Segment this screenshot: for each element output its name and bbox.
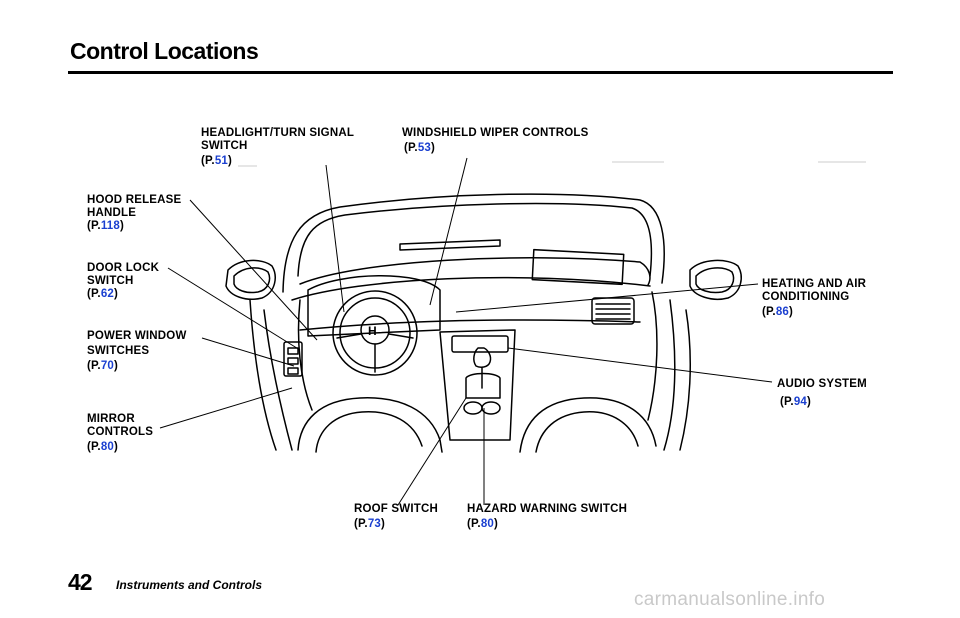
page-reference: (P.118) (87, 220, 125, 232)
dash-lip (291, 276, 651, 301)
callout-line: HANDLE (87, 207, 137, 219)
callout-headlight-turn-signal-switch: HEADLIGHT/TURN SIGNAL SWITCH (P.51) (201, 127, 354, 168)
callout-door-lock-switch: DOOR LOCK SWITCH (P.62) (87, 262, 159, 301)
dash-display-panel (531, 248, 625, 286)
callout-line: HEATING AND AIR (762, 278, 867, 290)
page-reference: (P.80) (87, 441, 119, 453)
callout-hood-release-handle: HOOD RELEASE HANDLE (P.118) (87, 194, 181, 233)
callout-line: MIRROR (87, 413, 135, 425)
page-reference: (P.51) (201, 155, 233, 167)
page-link[interactable]: 86 (775, 306, 790, 318)
page-reference: (P.80) (467, 518, 499, 530)
callout-line: SWITCHES (87, 345, 150, 357)
left-door (249, 299, 277, 451)
title-rule (68, 71, 893, 74)
page-reference: (P.86) (762, 306, 794, 318)
page-link[interactable]: 53 (417, 142, 432, 154)
left-mirror (225, 259, 276, 300)
callout-hazard-warning-switch: HAZARD WARNING SWITCH (P.80) (467, 503, 627, 531)
page-reference: (P.94) (780, 396, 812, 408)
driver-seat (297, 397, 443, 453)
callout-line: HAZARD WARNING SWITCH (467, 503, 628, 515)
svg-text:H: H (368, 324, 377, 338)
windshield-frame (282, 193, 665, 293)
cup-holder-right (481, 401, 501, 415)
instrument-cluster (307, 275, 441, 337)
callout-line: SWITCH (87, 275, 134, 287)
section-name: Instruments and Controls (116, 578, 263, 592)
steering-wheel (332, 290, 418, 376)
page-link[interactable]: 70 (100, 360, 115, 372)
callout-line: AUDIO SYSTEM (777, 378, 867, 390)
right-door (663, 299, 676, 451)
defrost-vent (399, 239, 501, 251)
callout-line: SWITCH (201, 140, 248, 152)
callout-power-window-switches: POWER WINDOW SWITCHES (P.70) (87, 330, 187, 373)
watermark: carmanualsonline.info (634, 589, 826, 610)
center-console (439, 329, 516, 441)
callout-line: POWER WINDOW (87, 330, 187, 342)
page-link[interactable]: 80 (100, 441, 115, 453)
page-reference: (P.73) (354, 518, 386, 530)
leader-lines (159, 157, 773, 506)
page-link[interactable]: 73 (367, 518, 382, 530)
page-link[interactable]: 118 (100, 220, 120, 232)
callout-line: CONTROLS (87, 426, 154, 438)
cup-holder-left (463, 401, 483, 415)
page-reference: (P.70) (87, 360, 119, 372)
callout-audio-system: AUDIO SYSTEM (P.94) (777, 378, 867, 409)
page-reference: (P.53) (404, 142, 436, 154)
page-title: Control Locations (70, 38, 259, 64)
page-number: 42 (68, 569, 93, 595)
page-link[interactable]: 62 (100, 288, 115, 300)
callout-roof-switch: ROOF SWITCH (P.73) (354, 503, 438, 531)
callout-line: WINDSHIELD WIPER CONTROLS (402, 127, 589, 139)
right-vent (591, 297, 635, 325)
callout-windshield-wiper-controls: WINDSHIELD WIPER CONTROLS (P.53) (402, 127, 588, 155)
door-switch-cluster (283, 341, 303, 377)
callout-line: CONDITIONING (762, 291, 850, 303)
callout-line: HOOD RELEASE (87, 194, 182, 206)
callout-line: ROOF SWITCH (354, 503, 438, 515)
page-link[interactable]: 80 (480, 518, 495, 530)
page-link[interactable]: 94 (793, 396, 808, 408)
callout-line: HEADLIGHT/TURN SIGNAL (201, 127, 355, 139)
passenger-seat (519, 397, 657, 453)
gear-shifter (473, 347, 492, 368)
page-reference: (P.62) (87, 288, 119, 300)
dash-top (299, 257, 651, 286)
dash-body (297, 299, 313, 411)
windshield-frame-inner (297, 202, 653, 277)
callout-line: DOOR LOCK (87, 262, 160, 274)
callout-mirror-controls: MIRROR CONTROLS (P.80) (87, 413, 153, 454)
page-link[interactable]: 51 (214, 155, 229, 167)
callout-heating-air-conditioning: HEATING AND AIR CONDITIONING (P.86) (762, 278, 866, 319)
